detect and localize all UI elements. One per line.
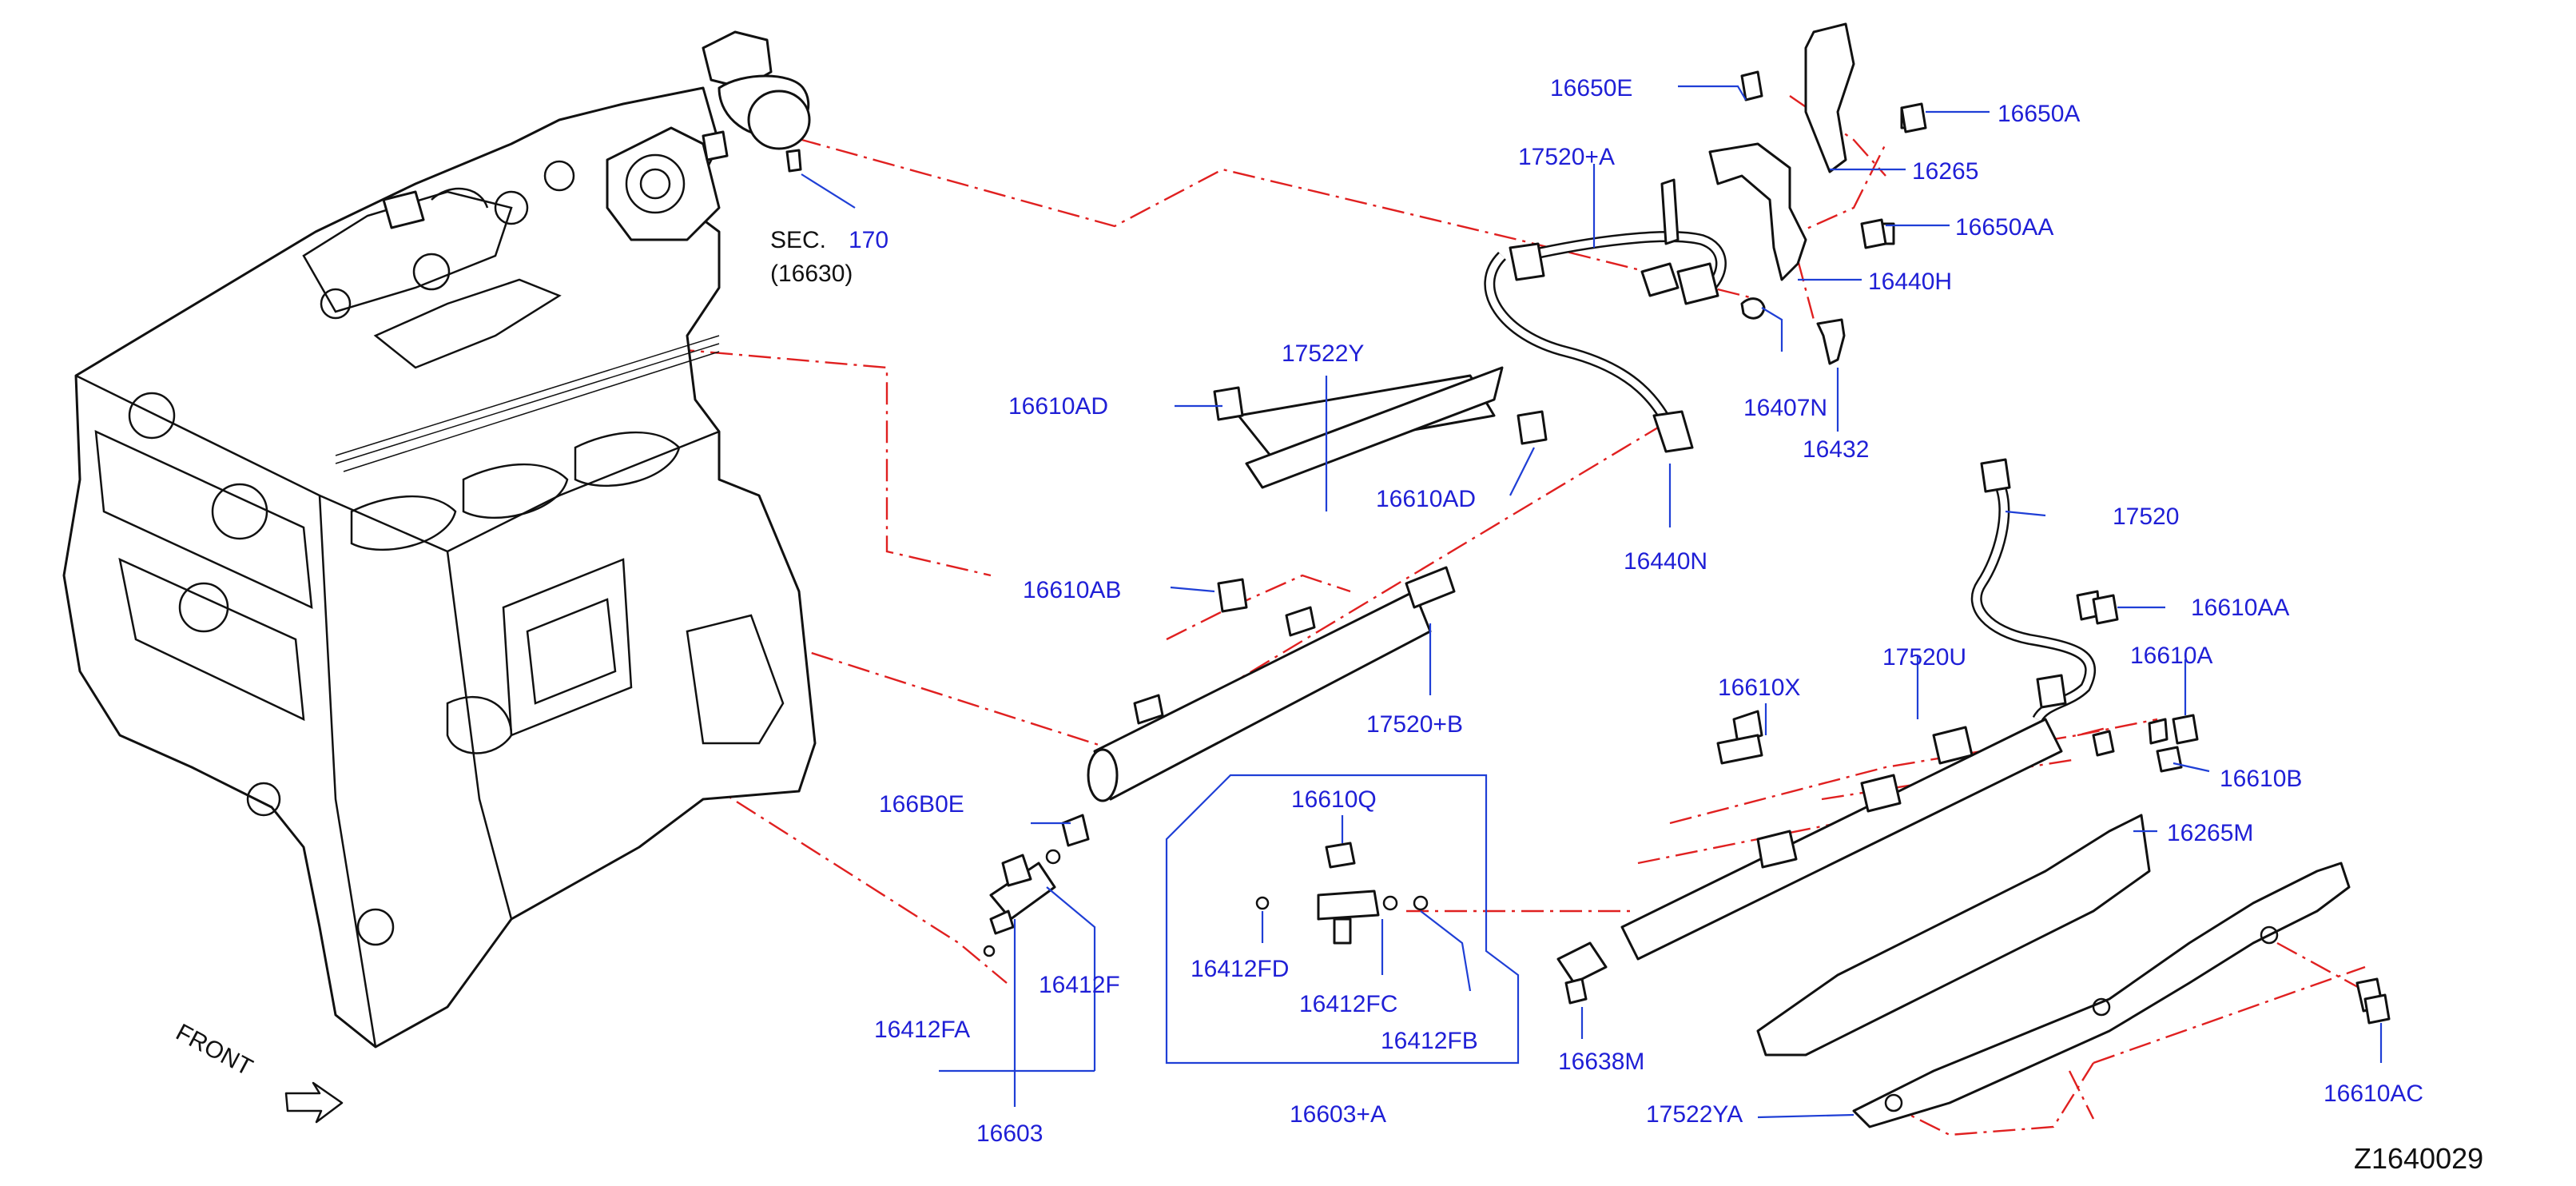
- label-16638M: 16638M: [1558, 1049, 1644, 1075]
- label-16610Q: 16610Q: [1291, 786, 1377, 813]
- label-16610AD-1: 16610AD: [1008, 393, 1108, 420]
- part-labels: SEC. 170 (16630) 16650E 16650A 16265 166…: [770, 75, 2423, 1147]
- label-16412FD: 16412FD: [1191, 956, 1289, 982]
- front-arrow-icon: [284, 1081, 344, 1124]
- label-16412F: 16412F: [1039, 972, 1120, 998]
- label-17520U: 17520U: [1882, 644, 1966, 671]
- section-prefix: SEC.: [770, 227, 826, 253]
- fuel-tube-upper-illustration: [1484, 178, 1846, 453]
- engine-block-illustration: [62, 86, 817, 1049]
- label-16603A: 16603+A: [1290, 1101, 1386, 1128]
- label-17520: 17520: [2113, 503, 2179, 530]
- label-16440H: 16440H: [1868, 269, 1952, 295]
- label-16610X: 16610X: [1718, 675, 1800, 701]
- figure-code: Z1640029: [2354, 1142, 2483, 1175]
- label-16650E: 16650E: [1550, 75, 1632, 101]
- label-17520B: 17520+B: [1366, 711, 1463, 738]
- leader-lines: [801, 85, 2383, 1119]
- label-16650AA: 16650AA: [1955, 214, 2053, 241]
- bolts-and-fasteners: [1213, 102, 2391, 1025]
- label-16610B: 16610B: [2220, 766, 2302, 792]
- label-16610AB: 16610AB: [1023, 577, 1121, 603]
- label-16407N: 16407N: [1743, 395, 1827, 421]
- label-16412FA: 16412FA: [874, 1017, 970, 1043]
- label-16432: 16432: [1803, 436, 1869, 463]
- injector-16603-illustration: [983, 849, 1061, 957]
- front-label: FRONT: [172, 1019, 257, 1081]
- label-16440N: 16440N: [1624, 548, 1707, 575]
- label-17522Y: 17522Y: [1282, 340, 1364, 367]
- label-16603: 16603: [976, 1120, 1043, 1147]
- label-17520A: 17520+A: [1518, 144, 1615, 170]
- label-16265: 16265: [1912, 158, 1978, 185]
- label-16610A: 16610A: [2130, 643, 2212, 669]
- injector-16603a-illustration: [1165, 774, 1520, 1065]
- section-sub: (16630): [770, 261, 853, 287]
- label-16610AC: 16610AC: [2324, 1081, 2423, 1107]
- fuel-rail-right-illustration: [1556, 718, 2115, 1005]
- section-number: 170: [849, 227, 888, 253]
- label-17522YA: 17522YA: [1646, 1101, 1743, 1128]
- label-16610AD-2: 16610AD: [1376, 486, 1476, 512]
- front-direction-indicator: FRONT: [172, 1019, 344, 1124]
- label-166B0E: 166B0E: [879, 791, 964, 818]
- fuel-pump-illustration: [702, 30, 811, 173]
- fuel-tube-17520-illustration: [1970, 458, 2169, 745]
- fuel-rail-left-illustration: [1061, 366, 1504, 847]
- heat-shield-illustration: [1732, 710, 2384, 1128]
- label-16412FB: 16412FB: [1381, 1028, 1478, 1054]
- label-16412FC: 16412FC: [1299, 991, 1397, 1017]
- label-16610AA: 16610AA: [2191, 595, 2289, 621]
- label-16265M: 16265M: [2167, 820, 2253, 846]
- label-16650A: 16650A: [1998, 101, 2080, 127]
